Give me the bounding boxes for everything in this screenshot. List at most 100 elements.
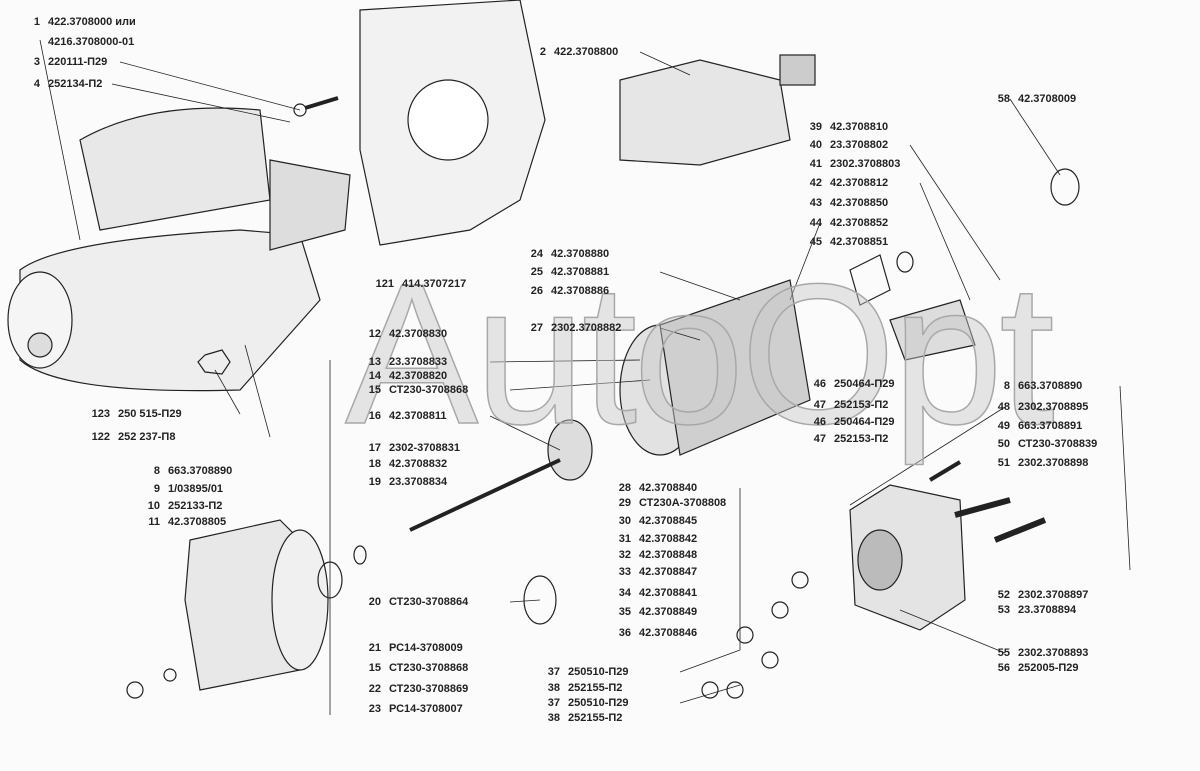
- callout-number: 12: [368, 328, 381, 340]
- part-number: 252134-П2: [48, 78, 103, 90]
- part-number: 42.3708832: [389, 458, 448, 470]
- callout-number: 13: [368, 356, 381, 368]
- part-number: 4216.3708000-01: [48, 36, 135, 48]
- callout-number: 30: [618, 515, 631, 527]
- part-number: 42.3708841: [639, 587, 698, 599]
- part-number: 42.3708848: [639, 549, 698, 561]
- part-number: 23.3708894: [1018, 604, 1077, 616]
- callout-c36: 36 42.3708846: [607, 627, 697, 640]
- starter-assembly: [7, 107, 351, 392]
- part-number: 663.3708890: [1018, 380, 1083, 392]
- callout-c58: 58 42.3708009: [986, 93, 1076, 106]
- part-number: 414.3707217: [402, 278, 467, 290]
- callout-number: 11: [148, 516, 160, 528]
- callout-number: 15: [368, 384, 381, 396]
- callout-number: 28: [618, 482, 631, 494]
- leader-lines: [39, 39, 1131, 715]
- callout-number: 16: [368, 410, 381, 422]
- part-number: 23.3708802: [830, 139, 889, 151]
- callout-c19: 19 23.3708834: [357, 476, 447, 489]
- callout-number: 47: [813, 433, 826, 445]
- part-number: 252155-П2: [568, 682, 623, 694]
- part-number: СТ230-3708868: [389, 662, 469, 674]
- part-number: СТ230-3708868: [389, 384, 469, 396]
- part-number: 42.3708851: [830, 236, 889, 248]
- housing-flange: [359, 0, 546, 246]
- callout-number: 29: [618, 497, 631, 509]
- small-parts: [126, 96, 1080, 699]
- part-number: 42.3708840: [639, 482, 698, 494]
- callout-c13: 13 23.3708833: [357, 356, 447, 369]
- callout-number: 26: [530, 285, 543, 297]
- part-number: 422.3708800: [554, 46, 619, 58]
- callout-number: 8: [1003, 380, 1010, 392]
- part-number: 2302.3708895: [1018, 401, 1089, 413]
- part-number: РС14-3708009: [389, 642, 463, 654]
- callout-number: 19: [368, 476, 381, 488]
- callout-number: 25: [530, 266, 543, 278]
- part-number: 42.3708009: [1018, 93, 1077, 105]
- callout-c1b: 4216.3708000-01: [16, 36, 134, 49]
- part-number: 42.3708849: [639, 606, 698, 618]
- callout-number: 32: [618, 549, 631, 561]
- armature: [409, 279, 811, 532]
- part-number: 42.3708842: [639, 533, 698, 545]
- part-number: 42.3708812: [830, 177, 889, 189]
- brush-holder-cover: [849, 484, 966, 631]
- part-number: 250510-П29: [568, 666, 629, 678]
- callout-number: 47: [813, 399, 826, 411]
- part-number: 250464-П29: [834, 378, 895, 390]
- callout-number: 123: [91, 408, 110, 420]
- part-number: 663.3708890: [168, 465, 233, 477]
- callout-number: 58: [997, 93, 1010, 105]
- part-number: 42.3708810: [830, 121, 889, 133]
- part-number: 2302.3708803: [830, 158, 901, 170]
- part-number: 23.3708834: [389, 476, 448, 488]
- part-number: 2302.3708893: [1018, 647, 1089, 659]
- callout-c8b: 8 663.3708890: [986, 380, 1082, 393]
- callout-number: 38: [547, 712, 560, 724]
- callout-number: 42: [809, 177, 822, 189]
- solenoid-relay: [619, 54, 816, 166]
- part-number: 42.3708850: [830, 197, 889, 209]
- part-number: 42.3708847: [639, 566, 698, 578]
- part-number: 42.3708846: [639, 627, 698, 639]
- part-number: 42.3708880: [551, 248, 610, 260]
- callout-c15a: 15 СТ230-3708868: [357, 384, 468, 397]
- part-number: 42.3708881: [551, 266, 610, 278]
- part-number: 2302-3708831: [389, 442, 460, 454]
- part-number: 23.3708833: [389, 356, 448, 368]
- callout-number: 36: [618, 627, 631, 639]
- part-number: 252133-П2: [168, 500, 223, 512]
- part-number: 42.3708820: [389, 370, 448, 382]
- callout-number: 24: [530, 248, 543, 260]
- callout-number: 17: [368, 442, 381, 454]
- callout-number: 37: [547, 697, 560, 709]
- callout-number: 9: [153, 483, 160, 495]
- callout-number: 1: [33, 16, 40, 28]
